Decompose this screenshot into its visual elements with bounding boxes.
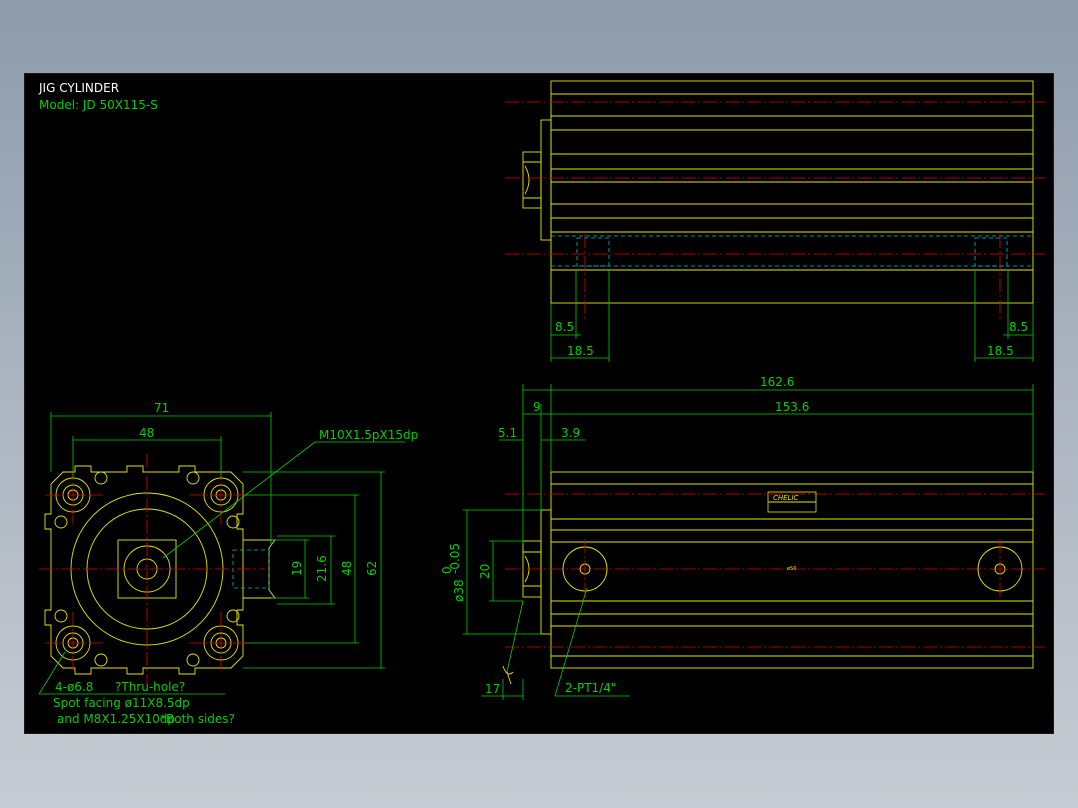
note-thread: and M8X1.25X10dp (57, 712, 175, 726)
dim-3-9: 3.9 (561, 426, 580, 440)
cad-drawing: JIG CYLINDER Model: JD 50X115-S (38, 80, 1045, 726)
bore-mark: ø50 (787, 566, 796, 572)
dim-9: 9 (533, 400, 541, 414)
side-view-dimensions: 162.6 9 153.6 5.1 3.9 ø38 0 -0.05 20 17 … (440, 375, 1034, 700)
dim-19: 19 (290, 561, 304, 576)
dim-top-left-8-5: 8.5 (555, 320, 574, 334)
front-view (39, 454, 276, 684)
top-view-dimensions: 8.5 18.5 8.5 18.5 (550, 270, 1034, 362)
nameplate-brand: CHELIC (773, 494, 799, 502)
note-holes: 4-ø6.8 (55, 680, 93, 694)
dim-48-top: 48 (139, 426, 154, 440)
front-view-dimensions: 71 48 M10X1.5pX15dp 19 21.6 48 62 4-ø6.8… (38, 401, 418, 726)
note-both-sides: *Both sides? (160, 712, 235, 726)
note-thru: ?Thru-hole? (115, 680, 185, 694)
dim-overall-length: 162.6 (760, 375, 794, 389)
dim-17: 17 (485, 682, 500, 696)
dim-62: 62 (365, 561, 379, 576)
dim-71: 71 (154, 401, 169, 415)
dim-20: 20 (478, 564, 492, 579)
dim-top-right-18-5: 18.5 (987, 344, 1014, 358)
drawing-title: JIG CYLINDER (38, 81, 119, 95)
dim-21-6: 21.6 (315, 555, 329, 582)
dim-rod-dia: ø38 (452, 579, 466, 602)
dim-top-right-8-5: 8.5 (1009, 320, 1028, 334)
port-callout: 2-PT1/4" (565, 681, 616, 695)
note-spot-facing: Spot facing ø11X8.5dp (53, 696, 190, 710)
dim-tol-upper: 0 (440, 566, 454, 574)
front-view-outline (44, 465, 244, 675)
dim-tol-lower: -0.05 (448, 543, 462, 574)
dim-153-6: 153.6 (775, 400, 809, 414)
dim-top-left-18-5: 18.5 (567, 344, 594, 358)
model-label: Model: JD 50X115-S (39, 98, 158, 112)
top-view (505, 80, 1045, 319)
dim-48-side: 48 (340, 561, 354, 576)
cad-viewport[interactable]: JIG CYLINDER Model: JD 50X115-S (24, 73, 1054, 734)
side-view: CHELIC ø50 (505, 471, 1045, 669)
dim-5-1: 5.1 (498, 426, 517, 440)
thread-callout: M10X1.5pX15dp (319, 428, 418, 442)
